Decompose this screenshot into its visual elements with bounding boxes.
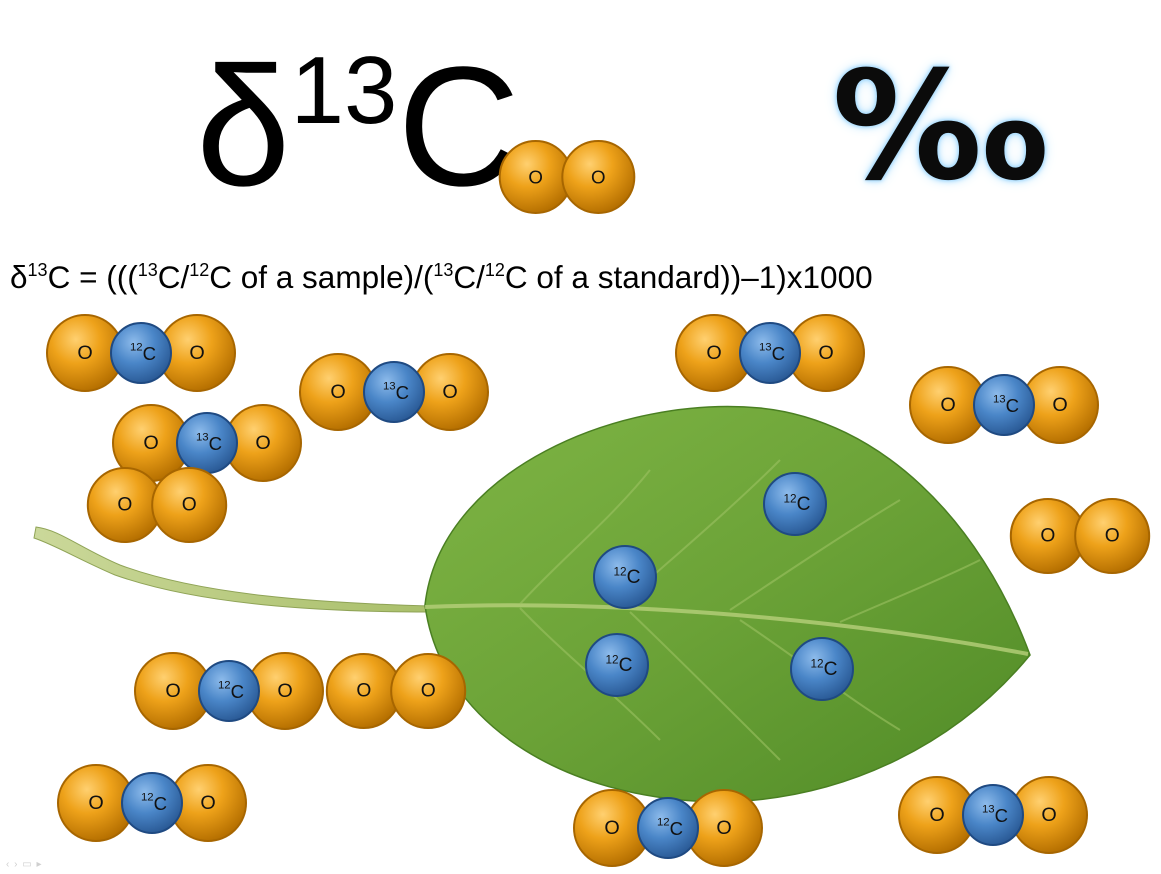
oxygen-label: O bbox=[330, 381, 345, 403]
oxygen-label: O bbox=[929, 804, 944, 826]
carbon-atom bbox=[973, 374, 1035, 436]
carbon-label: 12C bbox=[218, 680, 244, 702]
oxygen-label: O bbox=[591, 167, 606, 188]
carbon-atom bbox=[962, 784, 1024, 846]
oxygen-label: O bbox=[442, 381, 457, 403]
oxygen-label: O bbox=[189, 342, 204, 364]
carbon-label: 13C bbox=[383, 381, 409, 403]
carbon-12-atom: 12C bbox=[790, 637, 854, 701]
carbon-label: 13C bbox=[759, 342, 785, 364]
oxygen-label: O bbox=[528, 167, 543, 188]
carbon-label: 12C bbox=[130, 342, 156, 364]
oxygen-label: O bbox=[716, 817, 731, 839]
oxygen-label: O bbox=[255, 432, 270, 454]
oxygen-label: O bbox=[200, 792, 215, 814]
co2-molecule-13: O O 13C bbox=[112, 404, 302, 482]
carbon-atom bbox=[110, 322, 172, 384]
carbon-label: 12C bbox=[606, 653, 633, 676]
carbon-atom bbox=[198, 660, 260, 722]
carbon-label: 13C bbox=[196, 432, 222, 454]
co2-molecule-12: O O 12C bbox=[57, 764, 247, 842]
co2-molecule-12: O O 12C bbox=[46, 314, 236, 392]
oxygen-label: O bbox=[421, 681, 436, 702]
carbon-label: 12C bbox=[614, 565, 641, 588]
carbon-label: 12C bbox=[811, 657, 838, 680]
oxygen-label: O bbox=[706, 342, 721, 364]
oxygen-label: O bbox=[1040, 526, 1055, 547]
carbon-12-atom: 12C bbox=[763, 472, 827, 536]
leaf-midrib bbox=[424, 603, 1029, 656]
permil-symbol: ‰ bbox=[832, 40, 1048, 214]
carbon-atom bbox=[790, 637, 854, 701]
leaf-stem bbox=[33, 526, 431, 613]
oxygen-label: O bbox=[1041, 804, 1056, 826]
carbon-label: 13C bbox=[982, 804, 1008, 826]
co2-molecule-13: O O 13C bbox=[898, 776, 1088, 854]
oxygen-label: O bbox=[117, 495, 132, 516]
co2-molecule-12: O O 12C bbox=[134, 652, 324, 730]
oxygen-label: O bbox=[1105, 526, 1120, 547]
oxygen-label: O bbox=[77, 342, 92, 364]
oxygen-label: O bbox=[818, 342, 833, 364]
delta-formula: δ13C = (((13C/12C of a sample)/(13C/12C … bbox=[10, 259, 873, 295]
co2-molecule-12: O O 12C bbox=[573, 789, 763, 867]
carbon-12-atom: 12C bbox=[585, 633, 649, 697]
oxygen-label: O bbox=[165, 680, 180, 702]
oxygen-label: O bbox=[1052, 394, 1067, 416]
oxygen-atom bbox=[1074, 498, 1151, 574]
title-isotope-mass: 13 bbox=[290, 37, 398, 144]
carbon-label: 13C bbox=[993, 394, 1019, 416]
oxygen-label: O bbox=[604, 817, 619, 839]
slide-nav-hint: ‹ › ▭ ▸ bbox=[6, 859, 43, 870]
carbon-atom bbox=[121, 772, 183, 834]
oxygen-label: O bbox=[182, 495, 197, 516]
carbon-12-atom: 12C bbox=[593, 545, 657, 609]
oxygen-label: O bbox=[940, 394, 955, 416]
co2-molecule-13: O O 13C bbox=[909, 366, 1099, 444]
oxygen-atom bbox=[561, 140, 636, 214]
oxygen-atom bbox=[390, 653, 467, 729]
carbon-atom bbox=[585, 633, 649, 697]
carbon-atom bbox=[739, 322, 801, 384]
carbon-atom bbox=[363, 361, 425, 423]
co2-molecule-13: O O 13C bbox=[299, 353, 489, 431]
oxygen-label: O bbox=[88, 792, 103, 814]
carbon-atom bbox=[637, 797, 699, 859]
carbon-label: 12C bbox=[141, 792, 167, 814]
carbon-label: 12C bbox=[784, 492, 811, 515]
carbon-atom bbox=[763, 472, 827, 536]
carbon-atom bbox=[593, 545, 657, 609]
oxygen-label: O bbox=[356, 681, 371, 702]
oxygen-label: O bbox=[277, 680, 292, 702]
oxygen-atom bbox=[151, 467, 228, 543]
delta-symbol: δ bbox=[196, 32, 291, 222]
oxygen-label: O bbox=[143, 432, 158, 454]
co2-molecule-13: O O 13C bbox=[675, 314, 865, 392]
leaf bbox=[424, 405, 1031, 803]
carbon-label: 12C bbox=[657, 817, 683, 839]
